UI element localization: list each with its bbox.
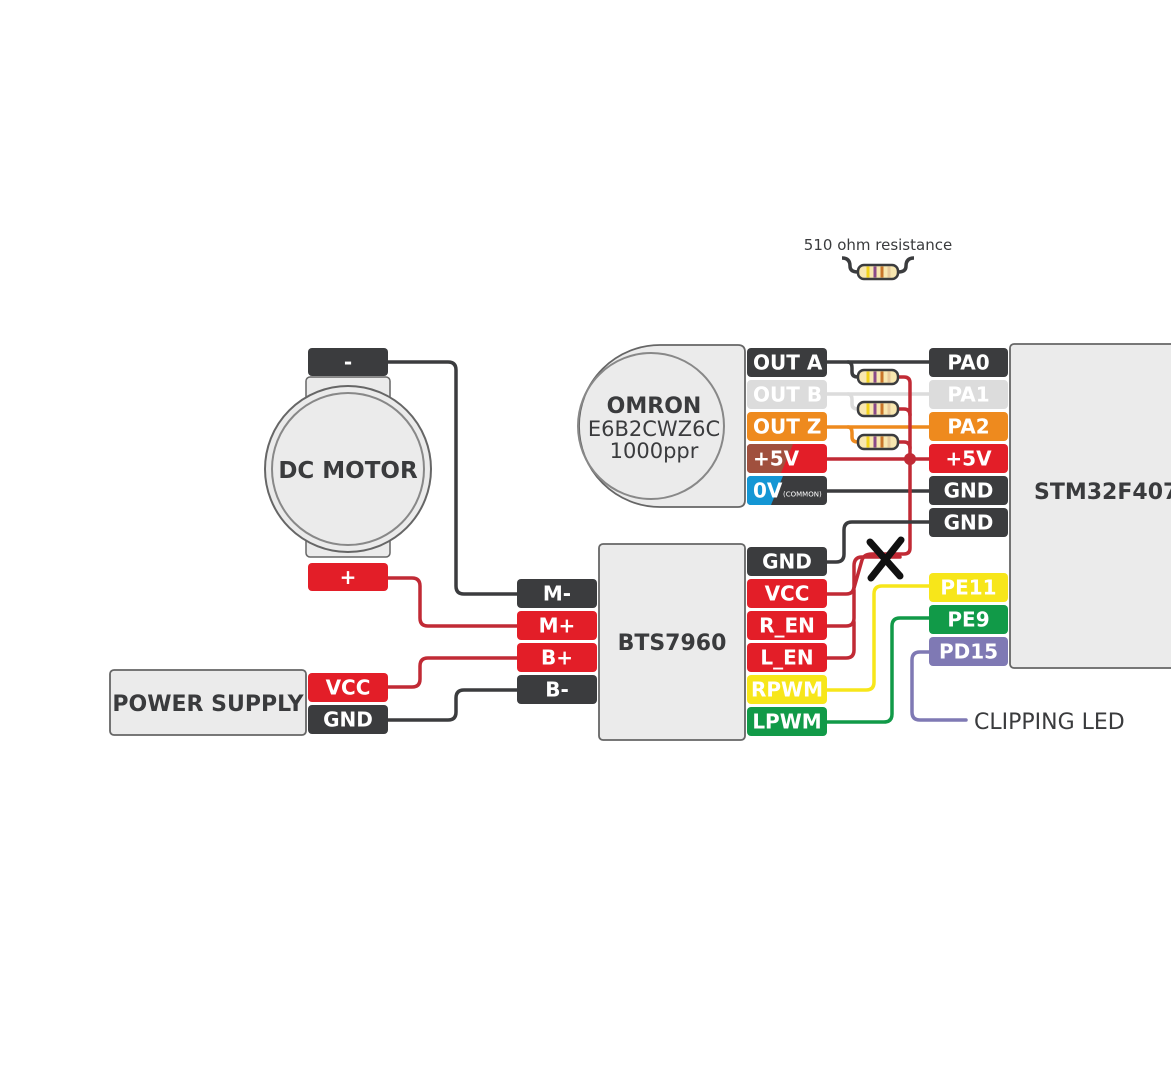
pin-enc-5v: +5V — [747, 444, 827, 473]
pin-drv-lpwm: LPWM — [747, 707, 827, 736]
encoder-brand: OMRON — [607, 394, 702, 419]
dc-motor-label: DC MOTOR — [278, 458, 418, 484]
pin-label: +5V — [753, 447, 800, 471]
resistor-icon — [856, 263, 900, 281]
resistor-icon — [856, 400, 900, 418]
pin-mcu-pa2: PA2 — [929, 412, 1008, 441]
pin-motor-plus: + — [308, 563, 388, 591]
pin-label: OUT Z — [753, 415, 821, 439]
encoder-resolution: 1000ppr — [610, 439, 699, 463]
pin-label: B+ — [541, 646, 573, 670]
pin-enc-out-z: OUT Z — [747, 412, 827, 441]
pin-drv-gnd: GND — [747, 547, 827, 576]
pin-mcu-gnd1: GND — [929, 476, 1008, 505]
wire-pd15-to-led — [910, 650, 968, 722]
wire-motor-minus-to-m-minus — [386, 360, 520, 596]
pin-label: GND — [944, 479, 994, 503]
encoder-model: E6B2CWZ6C — [588, 417, 720, 441]
wire-pullup-r3 — [896, 440, 912, 450]
pin-drv-b-minus: B- — [517, 675, 597, 704]
pin-label: PE11 — [940, 576, 996, 600]
power-supply-label: POWER SUPPLY — [112, 692, 304, 717]
clipping-led-label: CLIPPING LED — [974, 710, 1125, 735]
power-supply: POWER SUPPLY — [109, 669, 307, 736]
pin-drv-m-plus: M+ — [517, 611, 597, 640]
pin-motor-minus: - — [308, 348, 388, 376]
pin-label: B- — [545, 678, 569, 702]
pin-label: GND — [323, 708, 373, 732]
pin-label: GND — [944, 511, 994, 535]
wire-out-z-to-resistor — [846, 425, 860, 444]
pin-label: OUT A — [753, 351, 823, 375]
pin-label: LPWM — [752, 710, 821, 734]
resistor-legend: 510 ohm resistance — [804, 236, 952, 281]
wire-ps-gnd-to-b-minus — [386, 688, 520, 722]
resistor-icon — [856, 433, 900, 451]
wire-drv-vcc — [824, 555, 902, 596]
pin-label: PA0 — [947, 351, 989, 375]
pin-enc-0v: 0V(COMMON) — [747, 476, 827, 505]
pin-label: R_EN — [759, 614, 815, 638]
pin-label: L_EN — [760, 646, 813, 670]
pin-label: +5V — [945, 447, 992, 471]
pin-label: OUT B — [753, 383, 822, 407]
pin-label: PE9 — [947, 608, 989, 632]
pin-sub-label: (COMMON) — [783, 491, 822, 499]
pin-mcu-gnd2: GND — [929, 508, 1008, 537]
driver-label: BTS7960 — [618, 631, 727, 656]
pin-enc-out-a: OUT A — [747, 348, 827, 377]
pin-label: 0V — [753, 479, 783, 503]
pin-label: + — [340, 565, 357, 589]
wire-out-a-to-resistor — [846, 360, 860, 379]
pin-label: M+ — [539, 614, 576, 638]
cross-mark-icon — [866, 536, 905, 582]
wire-drv-gnd-to-mcu-gnd — [824, 520, 932, 564]
pin-enc-out-b: OUT B — [747, 380, 827, 409]
bts7960-driver: BTS7960 — [598, 543, 746, 741]
pin-label: VCC — [326, 676, 371, 700]
wire-ps-vcc-to-b-plus — [386, 656, 520, 689]
pin-drv-rpwm: RPWM — [747, 675, 827, 704]
pin-mcu-pa1: PA1 — [929, 380, 1008, 409]
pin-label: PD15 — [939, 640, 998, 664]
pin-drv-r-en: R_EN — [747, 611, 827, 640]
pin-drv-vcc: VCC — [747, 579, 827, 608]
pin-mcu-pe9: PE9 — [929, 605, 1008, 634]
pin-label: RPWM — [751, 678, 823, 702]
resistor-legend-label: 510 ohm resistance — [804, 236, 952, 254]
pin-label: M- — [543, 582, 571, 606]
wire-out-b-to-resistor — [846, 392, 860, 411]
pin-drv-b-plus: B+ — [517, 643, 597, 672]
wire-drv-r-en — [824, 588, 856, 628]
pin-label: PA1 — [947, 383, 989, 407]
pin-mcu-pe11: PE11 — [929, 573, 1008, 602]
resistor-icon — [856, 368, 900, 386]
resistor-icon — [856, 263, 900, 281]
wire-rpwm-to-pe11 — [824, 584, 932, 692]
wires — [386, 360, 968, 724]
mcu-label: STM32F407V — [1034, 480, 1171, 505]
dc-motor: DC MOTOR — [264, 376, 432, 558]
pin-mcu-pd15: PD15 — [929, 637, 1008, 666]
pin-drv-l-en: L_EN — [747, 643, 827, 672]
pins: - + VCC GND OUT A OUT B OUT Z +5V 0V(COMMON) M- M+… — [308, 348, 1008, 736]
pin-drv-m-minus: M- — [517, 579, 597, 608]
stm32-mcu: STM32F407V — [1009, 343, 1171, 669]
wire-drv-l-en — [824, 620, 856, 660]
pin-ps-gnd: GND — [308, 705, 388, 734]
pin-label: - — [344, 350, 352, 374]
pin-label: GND — [762, 550, 812, 574]
wire-motor-plus-to-m-plus — [386, 576, 520, 628]
pin-mcu-pa0: PA0 — [929, 348, 1008, 377]
pin-label: VCC — [765, 582, 810, 606]
pin-mcu-5v: +5V — [929, 444, 1008, 473]
wire-lpwm-to-pe9 — [824, 616, 932, 724]
wire-pullup-r2 — [896, 407, 912, 417]
inline-resistors — [856, 368, 900, 451]
pin-ps-vcc: VCC — [308, 673, 388, 702]
omron-encoder: OMRON E6B2CWZ6C 1000ppr — [577, 344, 746, 508]
pin-label: PA2 — [947, 415, 989, 439]
junction-dot — [904, 453, 916, 465]
